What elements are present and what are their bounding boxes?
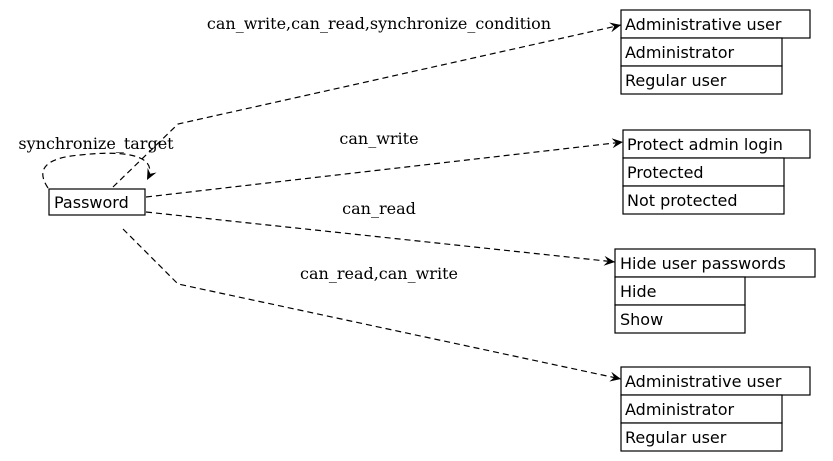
target-option: Show: [620, 310, 663, 329]
target-protect-admin-login: Protect admin login Protected Not protec…: [622, 129, 811, 215]
target-title: Protect admin login: [627, 135, 783, 154]
edge-label-4: can_read,can_write: [300, 264, 458, 283]
target-option: Regular user: [625, 428, 727, 447]
target-option: Hide: [620, 282, 656, 301]
edge-to-administrative-user-2: [122, 228, 622, 382]
target-option: Not protected: [627, 191, 737, 210]
edge-label-2: can_write: [339, 129, 418, 148]
edge-self-loop: [42, 152, 157, 189]
target-option: Administrator: [625, 43, 734, 62]
target-hide-user-passwords: Hide user passwords Hide Show: [614, 248, 816, 334]
target-option: Administrator: [625, 400, 734, 419]
target-administrative-user-bottom: Administrative user Administrator Regula…: [620, 366, 811, 452]
edge-to-protect-admin-login: [145, 138, 624, 198]
target-option: Regular user: [625, 71, 727, 90]
edge-label-self: synchronize_target: [18, 134, 174, 153]
target-title: Administrative user: [625, 15, 782, 34]
password-node-label: Password: [54, 193, 129, 212]
password-node: Password: [48, 188, 146, 216]
edge-label-1: can_write,can_read,synchronize_condition: [207, 14, 551, 33]
target-title: Hide user passwords: [620, 254, 786, 273]
target-title: Administrative user: [625, 372, 782, 391]
edge-to-administrative-user-1: [112, 22, 622, 188]
target-administrative-user-top: Administrative user Administrator Regula…: [620, 9, 811, 95]
target-option: Protected: [627, 163, 704, 182]
edge-label-3: can_read: [342, 199, 416, 218]
edge-to-hide-user-passwords: [145, 211, 616, 266]
